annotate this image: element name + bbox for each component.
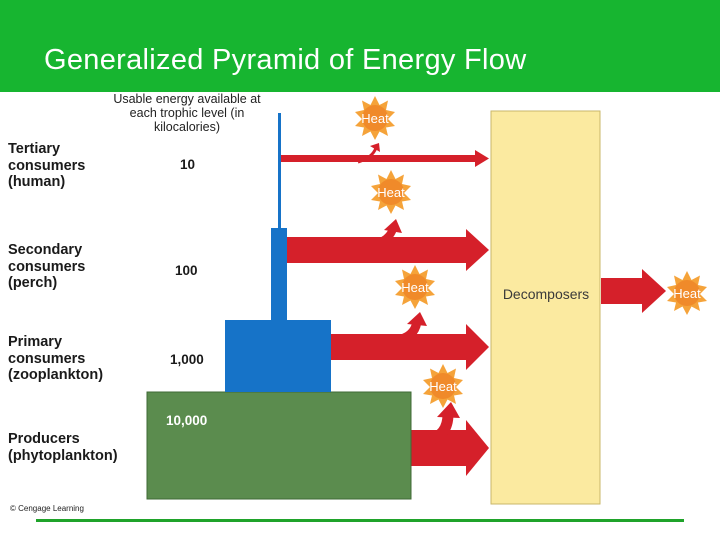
level-label-primary: Primary consumers (zooplankton)	[8, 334, 104, 383]
arrow-primary-to-decomposers	[331, 324, 489, 370]
producers-block	[146, 391, 412, 500]
energy-value-primary: 1,000	[170, 352, 204, 367]
primary-consumers-block	[225, 320, 331, 392]
heat-burst-primary: Heat	[395, 265, 435, 309]
decomposers-box	[490, 110, 601, 505]
heat-burst-tertiary: Heat	[355, 96, 395, 140]
heat-burst-secondary: Heat	[371, 170, 411, 214]
level-label-tertiary: Tertiary consumers (human)	[8, 141, 86, 190]
svg-text:Heat: Heat	[673, 286, 701, 301]
heat-arrow-primary	[395, 320, 422, 345]
heat-arrow-producers	[426, 413, 454, 446]
arrow-secondary-to-decomposers	[287, 229, 489, 271]
arrow-decomposers-to-heat	[601, 269, 666, 313]
heat-burst-decomposers: Heat	[667, 271, 707, 315]
page-title: Generalized Pyramid of Energy Flow	[44, 44, 527, 76]
energy-value-secondary: 100	[175, 263, 198, 278]
title-bar: Generalized Pyramid of Energy Flow	[0, 0, 720, 92]
level-label-secondary: Secondary consumers (perch)	[8, 242, 86, 291]
heat-arrow-tertiary	[357, 147, 378, 164]
heat-burst-producers: Heat	[423, 364, 463, 408]
svg-text:Heat: Heat	[361, 111, 389, 126]
svg-text:Heat: Heat	[377, 185, 405, 200]
bottom-rule	[36, 519, 684, 522]
svg-text:Heat: Heat	[429, 379, 457, 394]
usable-energy-label: Usable energy available at each trophic …	[113, 92, 261, 134]
energy-value-producers: 10,000	[166, 413, 207, 428]
secondary-consumers-block	[271, 228, 287, 320]
tertiary-consumers-block	[278, 113, 281, 228]
level-label-producers: Producers (phytoplankton)	[8, 431, 118, 464]
arrow-tertiary-to-decomposers	[281, 150, 489, 167]
energy-value-tertiary: 10	[180, 157, 196, 172]
svg-text:Heat: Heat	[401, 280, 429, 295]
decomposers-label: Decomposers	[503, 286, 589, 302]
copyright-notice: © Cengage Learning	[10, 504, 84, 513]
